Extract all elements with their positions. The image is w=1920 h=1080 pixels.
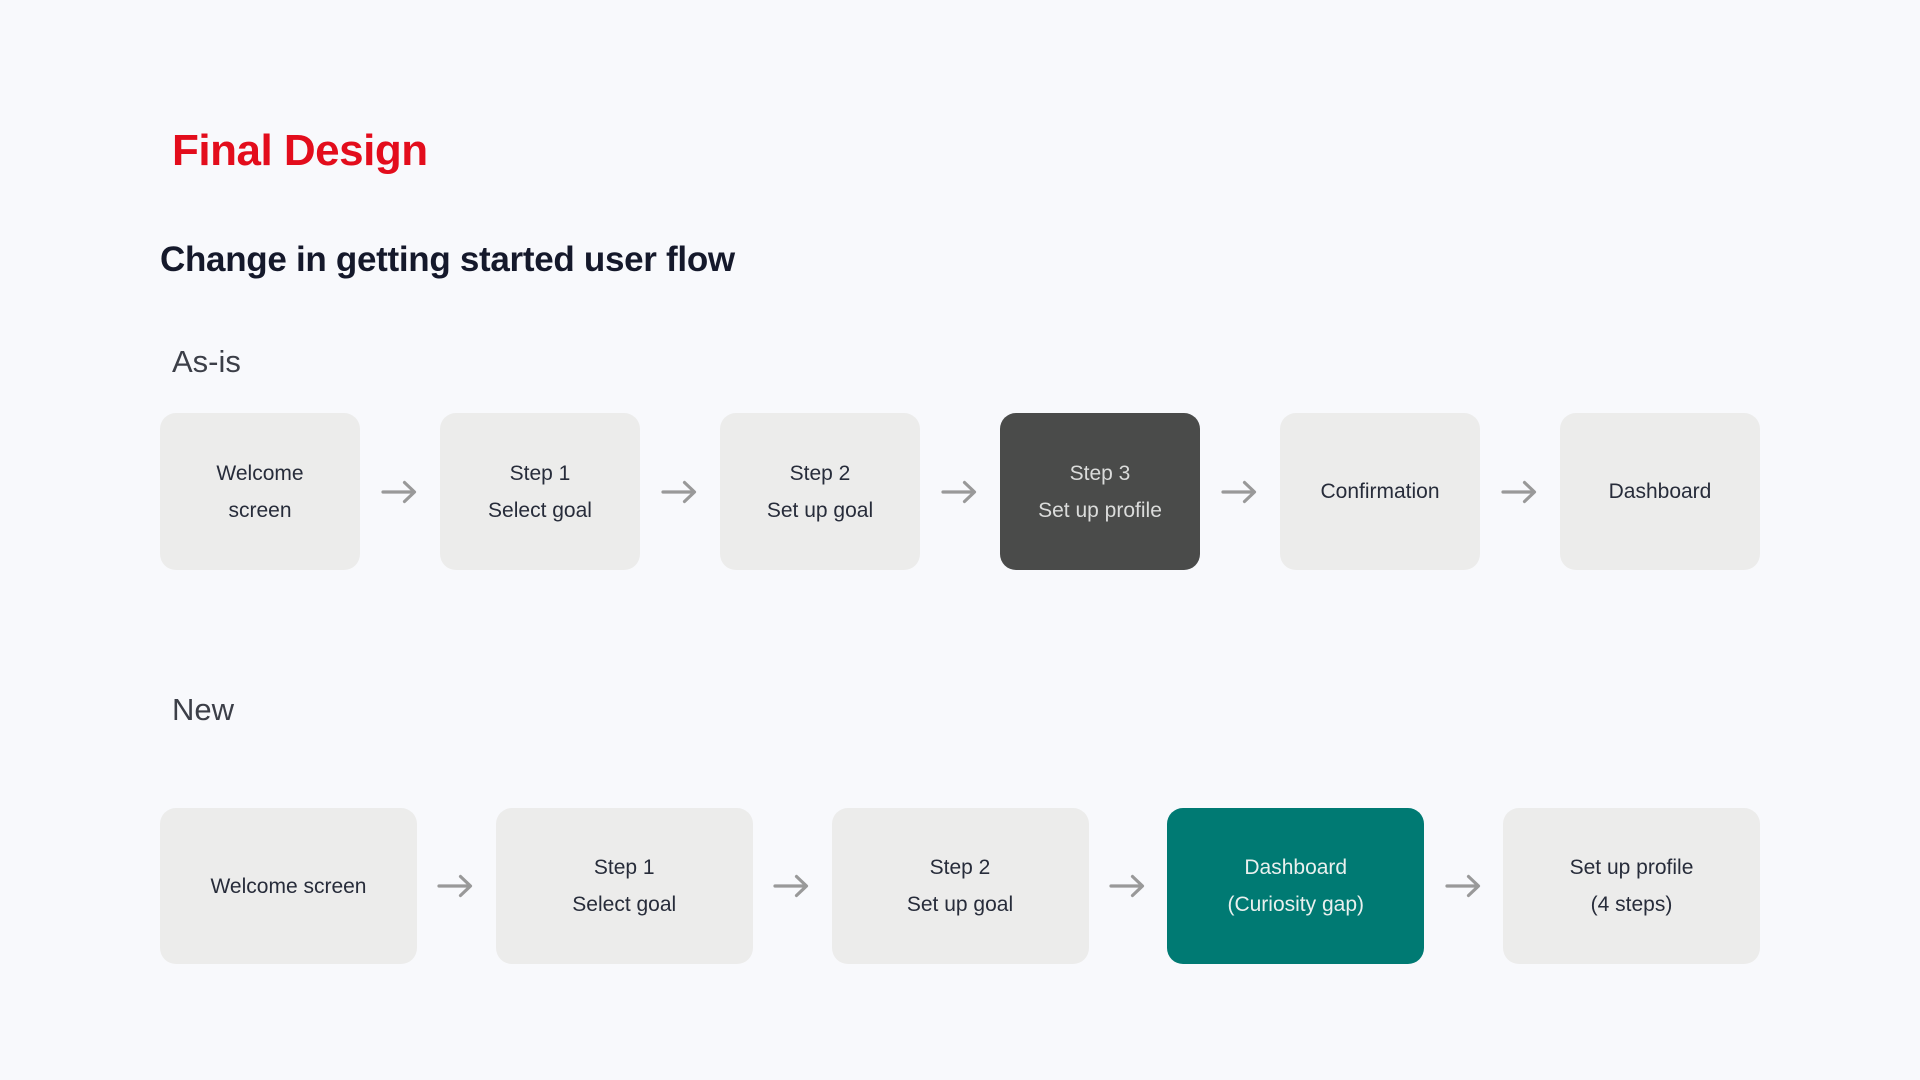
flow-node-step2-set-up-goal: Step 2 Set up goal [831, 808, 1089, 964]
arrow-right-icon [1424, 808, 1503, 964]
node-label-line: Step 2 [789, 461, 851, 485]
arrow-right-icon [640, 413, 720, 570]
flow-node-step1-select-goal: Step 1 Select goal [440, 413, 640, 570]
page-subtitle: Change in getting started user flow [160, 240, 735, 279]
arrow-right-icon [1089, 808, 1168, 964]
flow-node-confirmation: Confirmation [1280, 413, 1480, 570]
flow-node-set-up-profile-4-steps: Set up profile (4 steps) [1503, 808, 1760, 964]
flow-node-welcome-screen: Welcome screen [160, 808, 417, 964]
flow-node-welcome-screen: Welcome screen [160, 413, 360, 570]
node-label-line: Select goal [572, 893, 677, 916]
arrow-right-icon [753, 808, 832, 964]
node-label-line: Step 1 [593, 856, 655, 879]
arrow-right-icon [1200, 413, 1280, 570]
node-label-line: Step 1 [509, 461, 571, 485]
flow-node-dashboard-curiosity-gap: Dashboard (Curiosity gap) [1167, 808, 1425, 964]
flow-as-is: Welcome screen Step 1 Select goal Step 2… [160, 413, 1760, 570]
node-label-line: Set up profile [1569, 856, 1694, 879]
flow-node-step2-set-up-goal: Step 2 Set up goal [720, 413, 920, 570]
node-label-line: Welcome [216, 461, 304, 485]
node-label-line: (4 steps) [1590, 893, 1673, 916]
arrow-right-icon [417, 808, 496, 964]
node-label-line: Dashboard [1608, 480, 1712, 503]
arrow-right-icon [920, 413, 1000, 570]
node-label-line: screen [228, 498, 292, 522]
section-label-as-is: As-is [172, 344, 241, 379]
node-label-line: Welcome screen [210, 874, 367, 898]
node-label-line: Step 2 [929, 856, 991, 879]
flow-node-dashboard: Dashboard [1560, 413, 1760, 570]
node-label-line: Confirmation [1320, 480, 1440, 503]
flow-node-step3-set-up-profile: Step 3 Set up profile [1000, 413, 1200, 570]
node-label-line: Set up profile [1038, 498, 1162, 522]
flow-node-step1-select-goal: Step 1 Select goal [495, 808, 753, 964]
node-label-line: (Curiosity gap) [1227, 893, 1365, 916]
arrow-right-icon [360, 413, 440, 570]
page-title: Final Design [172, 126, 428, 175]
node-label-line: Select goal [488, 498, 592, 522]
flow-new: Welcome screen Step 1 Select goal Step 2… [160, 808, 1760, 964]
node-label-line: Dashboard [1244, 856, 1348, 879]
node-label-line: Step 3 [1069, 461, 1131, 485]
arrow-right-icon [1480, 413, 1560, 570]
section-label-new: New [172, 692, 235, 727]
node-label-line: Set up goal [906, 893, 1014, 916]
node-label-line: Set up goal [766, 498, 874, 522]
